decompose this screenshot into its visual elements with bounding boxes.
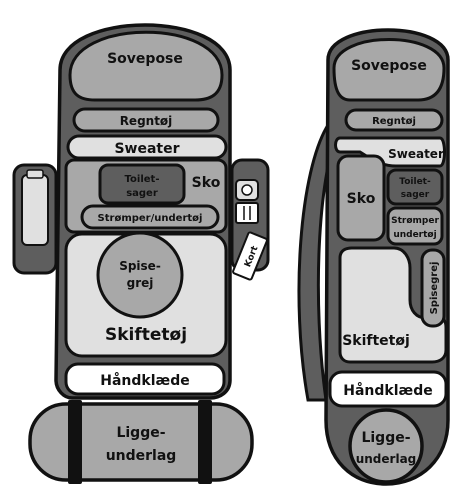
- label-socks-side-2: undertøj: [393, 230, 436, 240]
- label-shoes-side: Sko: [347, 191, 376, 207]
- front-sleeping-mat: [30, 404, 252, 480]
- label-change-clothes-front: Skiftetøj: [105, 325, 187, 345]
- label-mat-side-1: Ligge-: [361, 430, 410, 446]
- label-mat-front-1: Ligge-: [116, 425, 165, 441]
- front-side-pocket-left: [14, 165, 56, 273]
- front-dishes: [98, 233, 182, 317]
- knife-icon: [236, 203, 258, 223]
- label-towel-front: Håndklæde: [100, 372, 189, 389]
- label-sweater-side: Sweater: [388, 147, 444, 161]
- front-mat-strap-left: [68, 400, 82, 484]
- label-towel-side: Håndklæde: [343, 382, 432, 399]
- label-rain-gear-front: Regntøj: [120, 114, 173, 128]
- label-dishes-side: Spisegrej: [429, 262, 440, 315]
- front-mat-strap-right: [198, 400, 212, 484]
- label-sweater-front: Sweater: [114, 141, 179, 157]
- label-toiletries-front-1: Toilet-: [125, 174, 160, 185]
- label-socks-front: Strømper/undertøj: [98, 213, 203, 224]
- bottle-icon: [22, 175, 48, 245]
- front-backpack: Sovepose Regntøj Sweater Toilet- sager S…: [14, 25, 268, 484]
- label-dishes-front-2: grej: [127, 276, 154, 290]
- label-socks-side-1: Strømper: [391, 216, 439, 226]
- side-backpack: Sovepose Regntøj Sweater Sko Toilet- sag…: [299, 30, 448, 484]
- label-mat-side-2: underlag: [356, 452, 417, 466]
- label-sleeping-bag-side: Sovepose: [351, 58, 427, 74]
- label-toiletries-side-2: sager: [401, 190, 430, 200]
- label-rain-gear-side: Regntøj: [372, 116, 416, 127]
- label-shoes-front: Sko: [192, 175, 221, 191]
- label-sleeping-bag-front: Sovepose: [107, 51, 183, 67]
- side-sleeping-mat: [350, 410, 422, 482]
- label-mat-front-2: underlag: [106, 448, 177, 464]
- label-toiletries-side-1: Toilet-: [399, 177, 431, 187]
- label-dishes-front-1: Spise-: [119, 259, 161, 273]
- label-toiletries-front-2: sager: [126, 188, 158, 199]
- label-change-clothes-side: Skiftetøj: [342, 333, 410, 349]
